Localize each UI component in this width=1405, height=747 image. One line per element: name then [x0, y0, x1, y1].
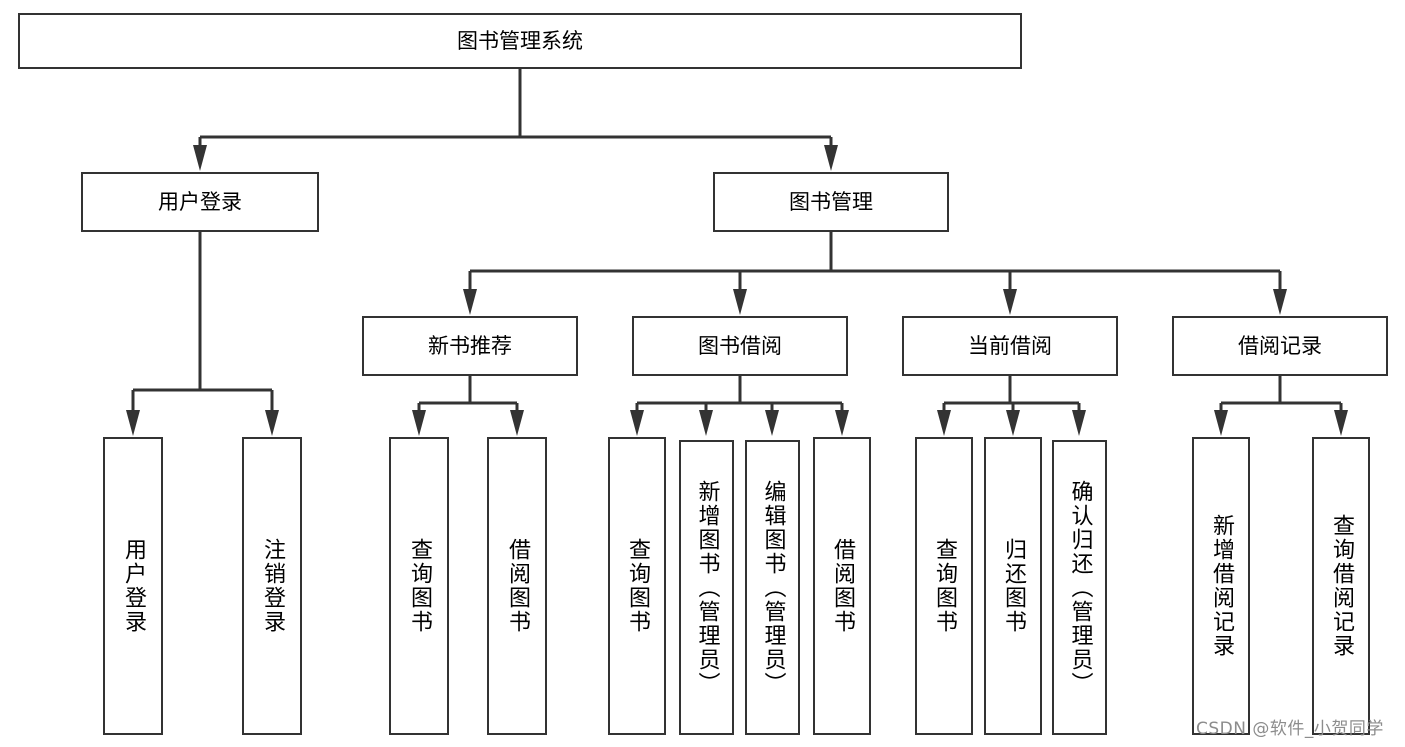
- node-label: 借阅图书: [829, 538, 855, 634]
- node-label: 确认归还（管理员）: [1067, 479, 1093, 696]
- node-leaf-return-book[interactable]: 归还图书: [984, 437, 1042, 735]
- node-label: 借阅图书: [504, 538, 530, 634]
- node-label: 图书管理系统: [457, 28, 583, 53]
- node-label: 用户登录: [120, 538, 146, 634]
- node-label: 查询借阅记录: [1328, 514, 1354, 658]
- node-leaf-confirm-return-admin[interactable]: 确认归还（管理员）: [1052, 440, 1107, 735]
- node-leaf-logout[interactable]: 注销登录: [242, 437, 302, 735]
- node-leaf-query-book-borrow[interactable]: 查询图书: [608, 437, 666, 735]
- node-label: 归还图书: [1000, 538, 1026, 634]
- node-label: 查询图书: [931, 538, 957, 634]
- node-leaf-edit-book-admin[interactable]: 编辑图书（管理员）: [745, 440, 800, 735]
- node-leaf-user-login[interactable]: 用户登录: [103, 437, 163, 735]
- node-book-manage[interactable]: 图书管理: [713, 172, 949, 232]
- node-leaf-query-book-recommend[interactable]: 查询图书: [389, 437, 449, 735]
- node-leaf-add-borrow-record[interactable]: 新增借阅记录: [1192, 437, 1250, 735]
- node-user-login[interactable]: 用户登录: [81, 172, 319, 232]
- node-leaf-add-book-admin[interactable]: 新增图书（管理员）: [679, 440, 734, 735]
- watermark-text: CSDN @软件_小贺同学: [1196, 719, 1384, 739]
- node-new-book-recommend[interactable]: 新书推荐: [362, 316, 578, 376]
- node-label: 图书借阅: [698, 333, 782, 358]
- node-label: 新增借阅记录: [1208, 514, 1234, 658]
- node-current-borrow[interactable]: 当前借阅: [902, 316, 1118, 376]
- node-label: 当前借阅: [968, 333, 1052, 358]
- node-leaf-borrow-book[interactable]: 借阅图书: [813, 437, 871, 735]
- node-label: 注销登录: [259, 538, 285, 634]
- node-leaf-borrow-book-recommend[interactable]: 借阅图书: [487, 437, 547, 735]
- node-label: 新书推荐: [428, 333, 512, 358]
- node-leaf-query-borrow-record[interactable]: 查询借阅记录: [1312, 437, 1370, 735]
- node-label: 查询图书: [624, 538, 650, 634]
- node-label: 查询图书: [406, 538, 432, 634]
- node-label: 用户登录: [158, 189, 242, 214]
- node-label: 编辑图书（管理员）: [760, 479, 786, 696]
- node-leaf-query-book-current[interactable]: 查询图书: [915, 437, 973, 735]
- node-label: 图书管理: [789, 189, 873, 214]
- node-book-borrow[interactable]: 图书借阅: [632, 316, 848, 376]
- node-label: 新增图书（管理员）: [694, 479, 720, 696]
- node-borrow-record[interactable]: 借阅记录: [1172, 316, 1388, 376]
- node-root[interactable]: 图书管理系统: [18, 13, 1022, 69]
- node-label: 借阅记录: [1238, 333, 1322, 358]
